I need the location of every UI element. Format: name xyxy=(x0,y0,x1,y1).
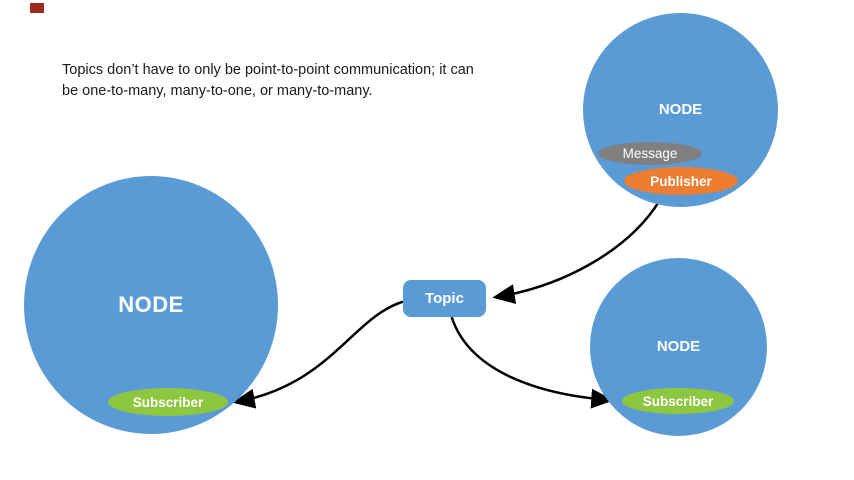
node-left: NODE Subscriber xyxy=(24,176,278,434)
topic-box: Topic xyxy=(403,280,486,317)
node-bottom-right: NODE Subscriber xyxy=(590,258,767,436)
node-top-right-label: NODE xyxy=(658,101,703,118)
subscriber-pill-left: Subscriber xyxy=(108,388,228,416)
publisher-pill: Publisher xyxy=(624,167,738,195)
arrow-topic-to-right-subscriber xyxy=(450,316,614,409)
node-top-right: NODE Message Publisher xyxy=(583,13,778,207)
subscriber-pill-right: Subscriber xyxy=(622,388,734,414)
message-pill: Message xyxy=(598,142,702,165)
node-left-label: NODE xyxy=(118,292,184,317)
caption-text: Topics don’t have to only be point-to-po… xyxy=(62,62,474,100)
slide-accent-mark xyxy=(30,3,44,13)
node-bottom-right-label: NODE xyxy=(656,338,701,355)
